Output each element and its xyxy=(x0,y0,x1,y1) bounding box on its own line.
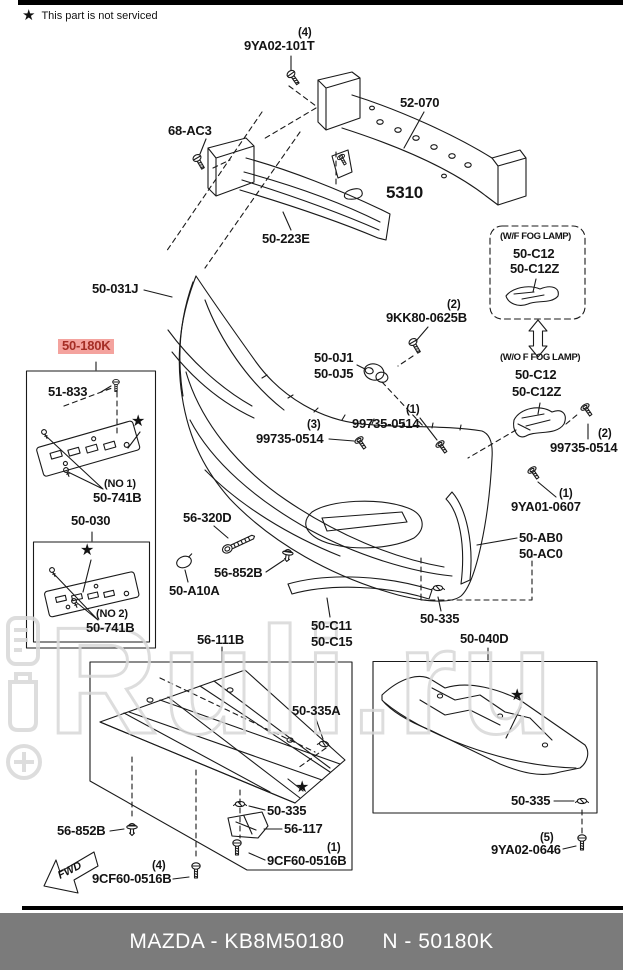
label-51-833: 51-833 xyxy=(48,384,88,399)
label-50-c12z-wo: 50-C12Z xyxy=(512,384,562,399)
label-56-852b-mid: 56-852B xyxy=(214,565,263,580)
label-wf-fog-lamp: (W/F FOG LAMP) xyxy=(500,231,571,242)
count-9cf60-0516b-1: (1) xyxy=(327,842,341,854)
label-50-c12-wo: 50-C12 xyxy=(515,367,557,382)
not-serviced-star-icon: ★ xyxy=(22,7,36,24)
label-50-741b-no2: 50-741B xyxy=(86,620,135,635)
label-52-070: 52-070 xyxy=(400,95,440,110)
label-50-030: 50-030 xyxy=(71,513,111,528)
label-50-335-br: 50-335 xyxy=(511,793,551,808)
label-99735-0514-2: 99735-0514 xyxy=(550,440,618,455)
license-bracket-no1-drawing xyxy=(36,420,141,477)
label-56-852b-bl: 56-852B xyxy=(57,823,106,838)
footer-part-number: N - 50180K xyxy=(382,929,494,953)
label-99735-0514-1: 99735-0514 xyxy=(352,416,420,431)
fwd-arrow-icon: FWD xyxy=(43,851,99,894)
label-9cf60-0516b-4: 9CF60-0516B xyxy=(92,871,172,886)
label-no2: (NO 2) xyxy=(96,608,128,620)
label-68-ac3: 68-AC3 xyxy=(168,123,212,138)
count-9ya02-101t: (4) xyxy=(298,27,312,39)
svg-text:FWD: FWD xyxy=(56,860,84,882)
label-50-c12-wf: 50-C12 xyxy=(513,246,555,261)
label-50-ab0: 50-AB0 xyxy=(519,530,563,545)
label-9ya01-0607: 9YA01-0607 xyxy=(511,499,581,514)
leader-lines xyxy=(45,55,589,880)
fog-bracket-wf-drawing xyxy=(505,286,559,306)
hardware-icons xyxy=(40,68,596,879)
label-5310: 5310 xyxy=(386,183,424,202)
undercover-right-box xyxy=(372,660,598,814)
top-rule xyxy=(18,0,623,5)
label-50-ac0: 50-AC0 xyxy=(519,546,563,561)
label-50-180k: 50-180K xyxy=(58,339,115,354)
count-9ya02-0646: (5) xyxy=(540,832,554,844)
label-56-117: 56-117 xyxy=(284,821,323,836)
license-bracket-no2-drawing xyxy=(44,571,140,618)
star-undercover-left: ★ xyxy=(295,779,310,796)
fog-bracket-wo-drawing xyxy=(513,407,566,438)
count-99735-0514-3: (3) xyxy=(307,419,321,431)
label-50-335-bl: 50-335 xyxy=(267,803,307,818)
arch-trim-drawing xyxy=(445,491,472,585)
undercover-left-drawing xyxy=(99,669,346,804)
label-56-320d: 56-320D xyxy=(183,510,232,525)
label-50-335a: 50-335A xyxy=(292,703,341,718)
label-56-111b: 56-111B xyxy=(197,632,245,647)
star-undercover-right: ★ xyxy=(510,687,525,704)
legend-text: This part is not serviced xyxy=(41,9,158,22)
label-50-0j1: 50-0J1 xyxy=(314,350,354,365)
star-no2: ★ xyxy=(80,542,95,559)
label-50-335-mid: 50-335 xyxy=(420,611,460,626)
count-9kk80-0625b: (2) xyxy=(447,299,461,311)
ea-foam-drawing xyxy=(207,137,391,241)
undercover-right-drawing xyxy=(381,676,589,775)
impact-bar-drawing xyxy=(317,71,527,206)
count-9cf60-0516b-4: (4) xyxy=(152,860,166,872)
label-50-031j: 50-031J xyxy=(92,281,139,296)
dashed-guides xyxy=(63,85,583,861)
label-50-c11: 50-C11 xyxy=(311,618,352,633)
license-bracket-box xyxy=(25,370,157,649)
footer-bar: MAZDA - KB8M50180 N - 50180K xyxy=(0,913,623,970)
count-99735-0514-2: (2) xyxy=(598,428,612,440)
bumper-face-drawing xyxy=(167,275,493,602)
lower-grille-strip-drawing xyxy=(287,576,433,600)
label-9cf60-0516b-1: 9CF60-0516B xyxy=(267,853,347,868)
label-50-0j5: 50-0J5 xyxy=(314,366,354,381)
label-50-a10a: 50-A10A xyxy=(169,583,220,598)
undercover-left-box xyxy=(89,661,353,871)
fog-lamp-dashed-box xyxy=(489,225,586,320)
label-50-223e: 50-223E xyxy=(262,231,310,246)
footer-catalog-number: MAZDA - KB8M50180 xyxy=(129,929,345,953)
count-99735-0514-1: (1) xyxy=(406,404,420,416)
label-no1: (NO 1) xyxy=(104,478,136,490)
count-9ya01-0607: (1) xyxy=(559,488,573,500)
label-50-040d: 50-040D xyxy=(460,631,509,646)
label-9ya02-101t: 9YA02-101T xyxy=(244,38,315,53)
label-9kk80-0625b: 9KK80-0625B xyxy=(386,310,467,325)
footer-rule xyxy=(22,906,623,910)
star-bumper: ★ xyxy=(131,413,146,430)
label-50-c12z-wf: 50-C12Z xyxy=(510,261,560,276)
label-99735-0514-3: 99735-0514 xyxy=(256,431,324,446)
variant-arrow-icon xyxy=(528,319,548,358)
legend: ★ This part is not serviced xyxy=(22,8,158,23)
label-50-741b-no1: 50-741B xyxy=(93,490,142,505)
label-wo-fog-lamp: (W/O F FOG LAMP) xyxy=(500,352,581,363)
label-50-c15: 50-C15 xyxy=(311,634,353,649)
label-9ya02-0646: 9YA02-0646 xyxy=(491,842,561,857)
